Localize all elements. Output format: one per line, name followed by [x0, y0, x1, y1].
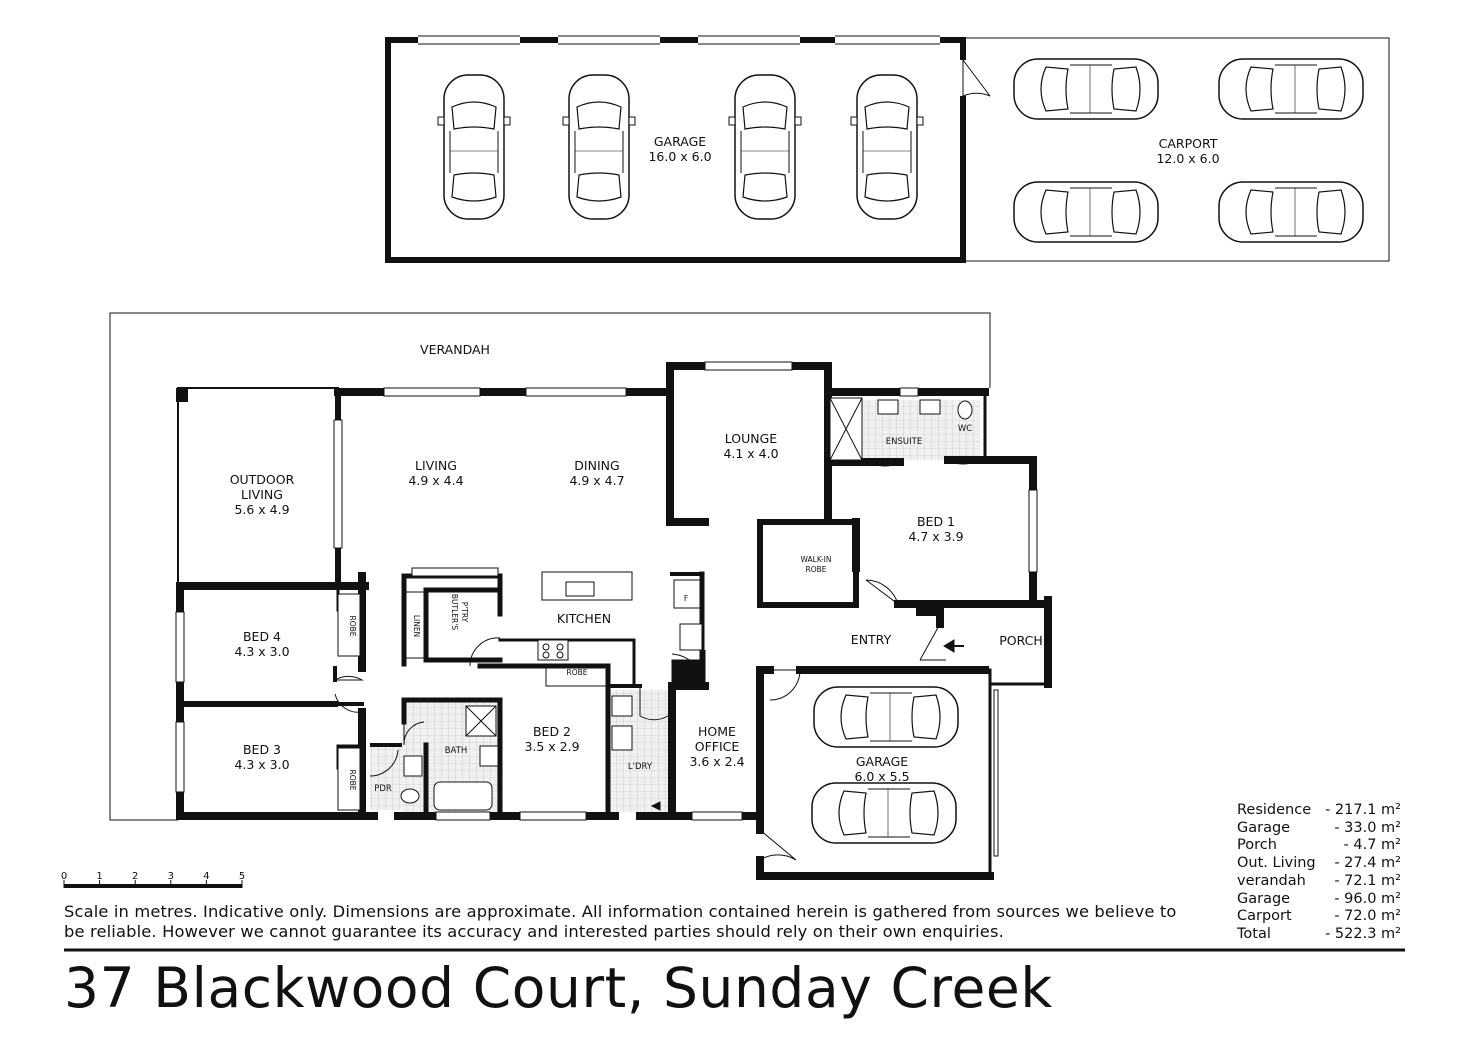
scale-tick-4: 4 — [203, 871, 209, 882]
house-walls — [176, 362, 1052, 880]
verandah: VERANDAH — [109, 312, 991, 821]
linen-label: LINEN — [412, 615, 421, 637]
area-row: Carport - 72.0 m² — [1237, 908, 1401, 926]
area-label: Residence — [1237, 802, 1312, 818]
disclaimer-text: Scale in metres. Indicative only. Dimens… — [64, 902, 1177, 941]
robe-bed4-label: ROBE — [348, 616, 357, 637]
bed3-dims: 4.3 x 3.0 — [234, 757, 289, 772]
area-value: - 96.0 m² — [1334, 890, 1401, 907]
bed4-label: BED 4 — [243, 629, 281, 644]
windows — [175, 361, 1038, 857]
scale-tick-0: 0 — [61, 871, 67, 882]
scale-tick-5: 5 — [239, 871, 245, 882]
area-label: Porch — [1237, 837, 1277, 854]
area-row: Porch - 4.7 m² — [1237, 837, 1401, 855]
area-label: Total — [1237, 925, 1271, 942]
car-icon — [1218, 58, 1364, 120]
bath-label: BATH — [445, 746, 468, 756]
bed2-label: BED 2 — [533, 724, 571, 739]
bed1-dims: 4.7 x 3.9 — [908, 529, 963, 544]
scale-bar: 0 1 2 3 4 5 — [61, 871, 245, 888]
outdoor-living-label-1: OUTDOOR — [230, 472, 295, 487]
robe-bed3-label: ROBE — [348, 770, 357, 791]
ensuite-label: ENSUITE — [886, 437, 922, 447]
area-value: - 72.1 m² — [1334, 872, 1401, 889]
area-label: Carport — [1237, 908, 1292, 925]
entry-label: ENTRY — [851, 632, 892, 647]
fridge-label: F — [684, 594, 688, 603]
area-value: - 4.7 m² — [1343, 837, 1401, 854]
area-value: - 72.0 m² — [1334, 908, 1401, 925]
car-icon — [728, 74, 802, 220]
car-icon — [437, 74, 511, 220]
area-value: - 522.3 m² — [1325, 925, 1401, 942]
area-row: verandah - 72.1 m² — [1237, 873, 1401, 891]
room-labels: OUTDOOR LIVING 5.6 x 4.9 LIVING 4.9 x 4.… — [230, 424, 1043, 794]
car-icon — [850, 74, 924, 220]
carport: CARPORT 12.0 x 6.0 — [962, 37, 1390, 262]
property-address: 37 Blackwood Court, Sunday Creek — [64, 956, 1053, 1020]
car-icon — [1013, 58, 1159, 120]
home-office-label-2: OFFICE — [695, 739, 740, 754]
area-row: Out. Living - 27.4 m² — [1237, 855, 1401, 873]
area-value: - 33.0 m² — [1334, 819, 1401, 836]
kitchen-label: KITCHEN — [557, 611, 611, 626]
area-row: Garage - 96.0 m² — [1237, 891, 1401, 909]
lounge-label: LOUNGE — [725, 431, 778, 446]
area-summary-table: Residence - 217.1 m² Garage - 33.0 m² Porc… — [1237, 802, 1401, 944]
garage-house-dims: 6.0 x 5.5 — [854, 769, 909, 784]
bed1-label: BED 1 — [917, 514, 955, 529]
area-value: - 217.1 m² — [1325, 802, 1401, 818]
area-value: - 27.4 m² — [1334, 855, 1401, 872]
bed4-dims: 4.3 x 3.0 — [234, 644, 289, 659]
car-icon — [562, 74, 636, 220]
area-label: Out. Living — [1237, 855, 1316, 872]
garage-top-dims: 16.0 x 6.0 — [648, 149, 711, 164]
lounge-dims: 4.1 x 4.0 — [723, 446, 778, 461]
scale-tick-3: 3 — [168, 871, 174, 882]
dining-label: DINING — [574, 458, 619, 473]
area-row: Residence - 217.1 m² — [1237, 802, 1401, 820]
porch-label: PORCH — [999, 633, 1043, 648]
verandah-label: VERANDAH — [420, 342, 490, 357]
area-row: Total - 522.3 m² — [1237, 926, 1401, 944]
scale-tick-2: 2 — [132, 871, 138, 882]
pdr-label: PDR — [374, 784, 392, 794]
outdoor-living-dims: 5.6 x 4.9 — [234, 502, 289, 517]
home-office-label-1: HOME — [698, 724, 736, 739]
car-icon — [1218, 181, 1364, 243]
area-label: Garage — [1237, 819, 1291, 836]
dining-dims: 4.9 x 4.7 — [569, 473, 624, 488]
living-dims: 4.9 x 4.4 — [408, 473, 463, 488]
butlers-pantry-label-1: BUTLER'S — [450, 594, 459, 630]
fixtures — [337, 397, 973, 811]
bed2-dims: 3.5 x 2.9 — [524, 739, 579, 754]
carport-label: CARPORT — [1159, 136, 1218, 151]
living-label: LIVING — [415, 458, 457, 473]
car-icon — [1013, 181, 1159, 243]
walk-in-robe-label-1: WALK-IN — [801, 555, 832, 564]
walk-in-robe-label-2: ROBE — [806, 565, 827, 574]
area-label: verandah — [1237, 872, 1306, 889]
outdoor-living-label-2: LIVING — [241, 487, 283, 502]
car-icon — [813, 686, 959, 748]
detached-garage: GARAGE 16.0 x 6.0 — [385, 35, 991, 263]
area-row: Garage - 33.0 m² — [1237, 820, 1401, 838]
bed3-label: BED 3 — [243, 742, 281, 757]
laundry-label: L'DRY — [628, 762, 653, 772]
area-label: Garage — [1237, 890, 1291, 907]
home-office-dims: 3.6 x 2.4 — [689, 754, 744, 769]
car-icon — [811, 782, 957, 844]
wc-label: WC — [958, 424, 972, 434]
door-swings — [334, 459, 979, 861]
robe-bed2-label: ROBE — [567, 668, 588, 677]
scale-tick-1: 1 — [96, 871, 102, 882]
garage-top-label: GARAGE — [654, 134, 706, 149]
carport-dims: 12.0 x 6.0 — [1156, 151, 1219, 166]
garage-house-label: GARAGE — [856, 754, 908, 769]
butlers-pantry-label-2: P'TRY — [460, 602, 469, 623]
